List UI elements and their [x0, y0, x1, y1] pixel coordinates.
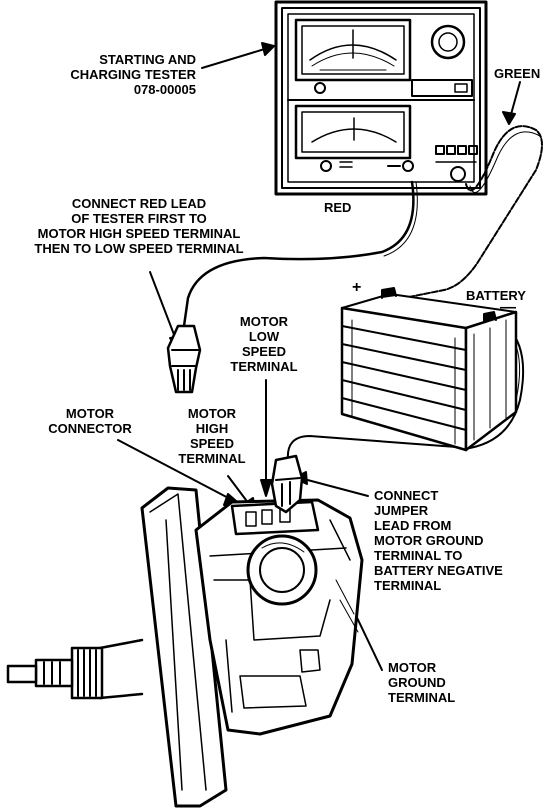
tester-label: STARTING AND CHARGING TESTER 078-00005: [70, 52, 196, 97]
green-wire-label: GREEN: [494, 66, 541, 81]
motor-high-speed-label: MOTOR HIGH SPEED TERMINAL: [178, 406, 246, 466]
tester-jack-upper: [314, 82, 326, 94]
motor-ground-terminal-label: MOTOR GROUND TERMINAL: [388, 660, 456, 705]
connect-jumper-arrow: [293, 471, 369, 497]
motor-low-speed-label: MOTOR LOW SPEED TERMINAL: [230, 314, 298, 374]
tester-jack-lower-left: [320, 160, 332, 172]
battery-minus-label: —: [500, 299, 516, 316]
battery-plus-label: +: [352, 279, 362, 296]
red-wire-label: RED: [324, 200, 352, 215]
battery: [340, 287, 518, 452]
tester-knob-upper: [430, 24, 466, 60]
connect-red-lead-label: CONNECT RED LEAD OF TESTER FIRST TO MOTO…: [34, 196, 244, 256]
green-lead: [403, 125, 543, 299]
connect-jumper-label: CONNECT JUMPER LEAD FROM MOTOR GROUND TE…: [374, 488, 503, 593]
tester-indicator-lights: [435, 145, 478, 155]
green-label-arrow: [502, 81, 521, 125]
tester-knob-lower: [450, 166, 466, 182]
battery-negative-post: [483, 311, 497, 323]
tester-label-arrow: [201, 42, 275, 69]
motor-armature-boss: [246, 534, 318, 606]
lower-meter: [294, 104, 412, 160]
red-lead-clip: [166, 324, 202, 394]
battery-positive-post: [381, 287, 397, 299]
starting-charging-tester: [274, 0, 488, 196]
tester-jack-lower-mid: [402, 160, 414, 172]
jumper-lead-clip: [270, 454, 304, 514]
wiper-motor: [6, 486, 364, 808]
battery-label: BATTERY: [466, 288, 526, 303]
red-lead: [182, 180, 418, 328]
motor-output-shaft: [6, 638, 144, 700]
motor-connector: [230, 500, 320, 536]
motor-connector-label: MOTOR CONNECTOR: [48, 406, 132, 436]
upper-meter: [294, 18, 412, 82]
tester-switch-upper: [411, 79, 473, 97]
low-speed-arrow: [260, 379, 272, 497]
